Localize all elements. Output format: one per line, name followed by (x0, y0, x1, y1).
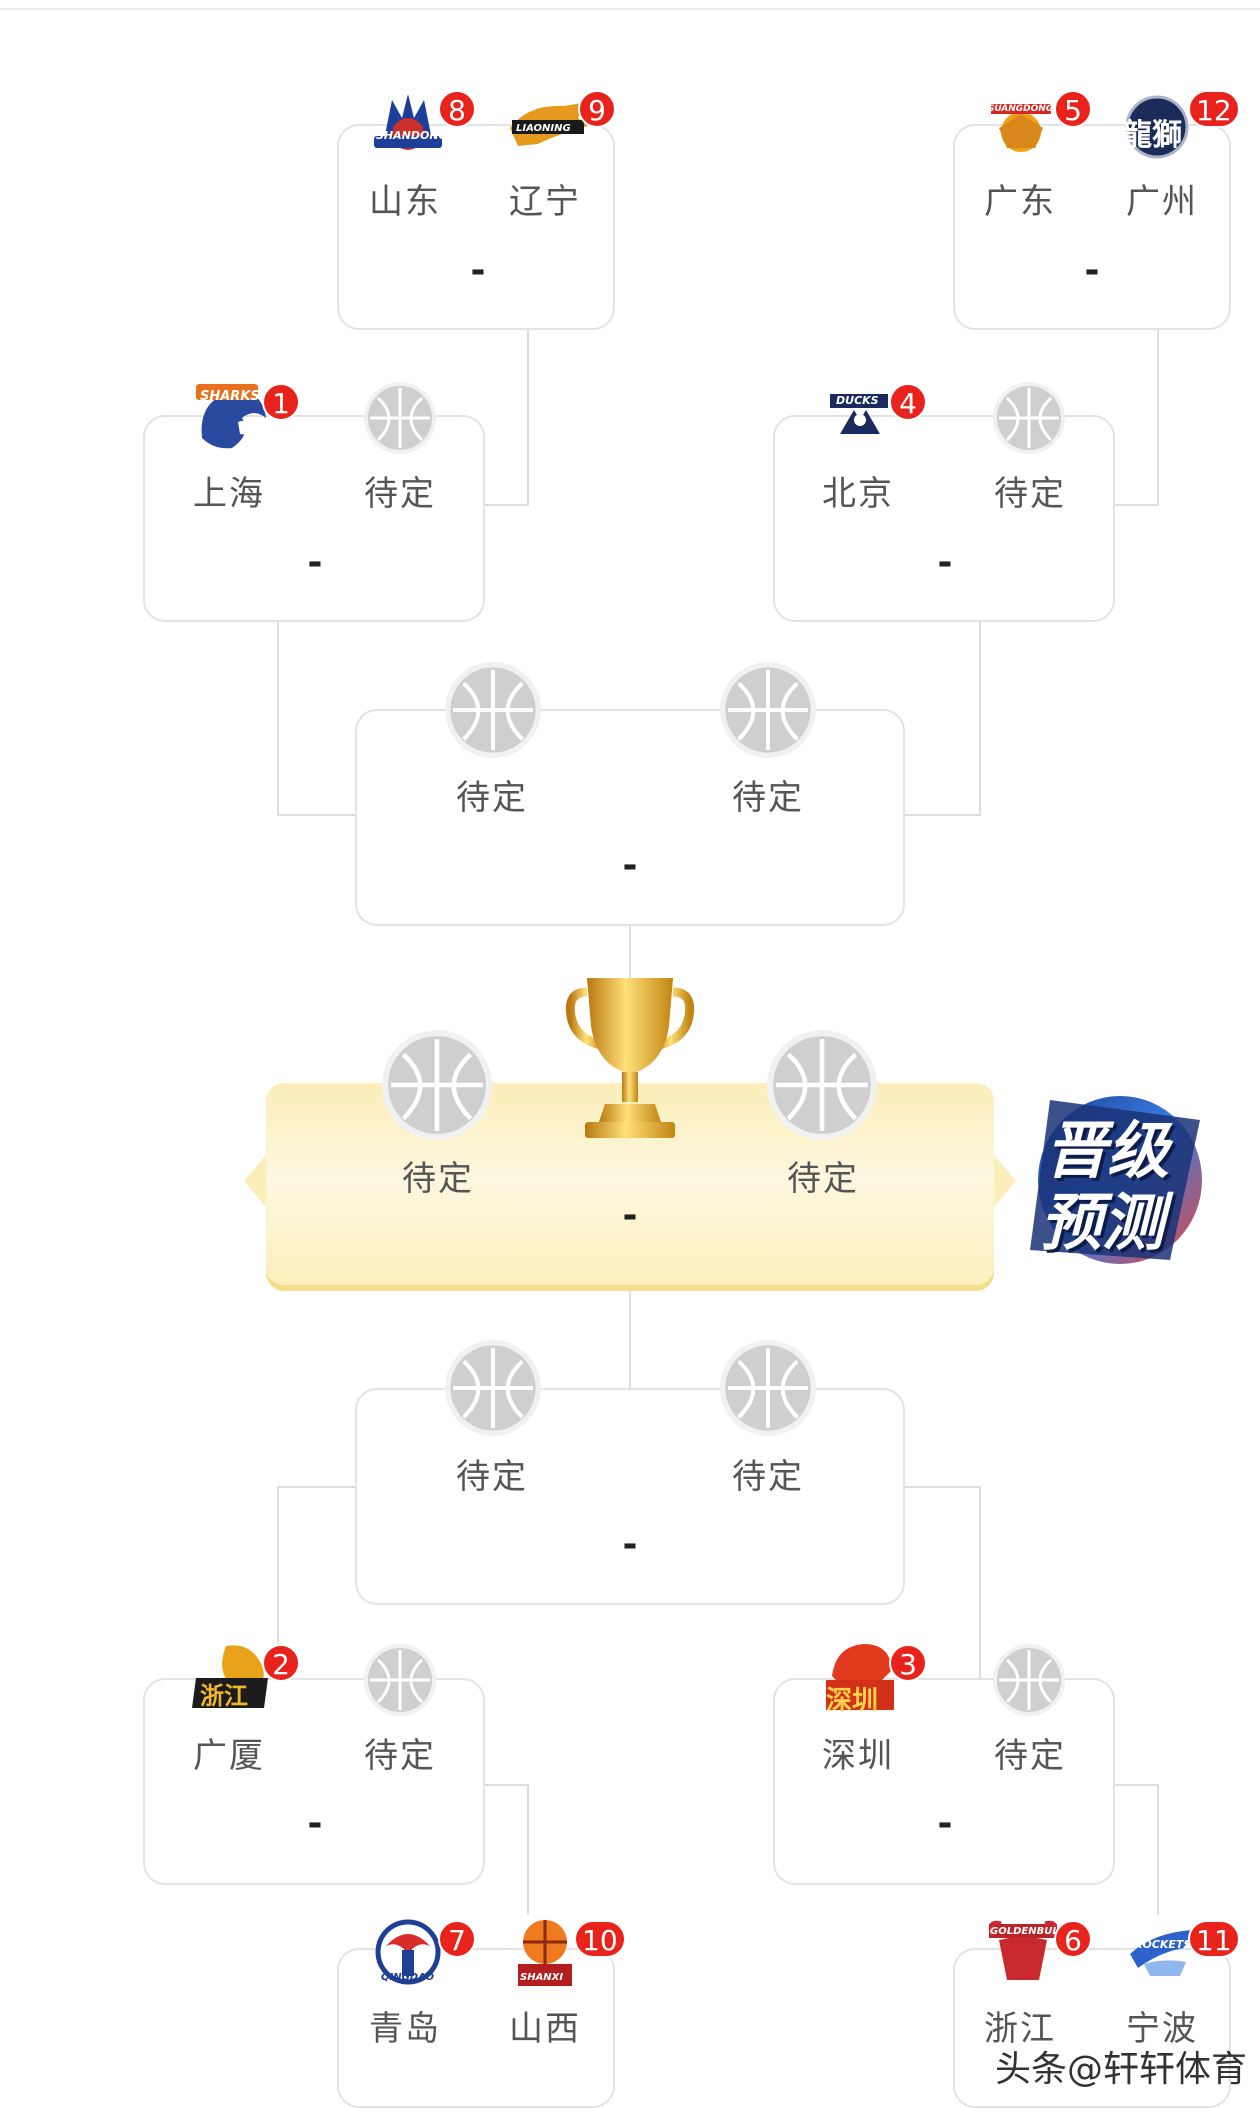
guangzhou-logo-text: 龍獅 (1122, 110, 1182, 154)
badge-line2: 预测 (1040, 1172, 1164, 1262)
seed-badge-beijing: 4 (889, 383, 927, 421)
seed-badge-guangdong: 5 (1054, 90, 1092, 128)
match-score: - (915, 1803, 975, 1844)
team-name-shandong: 山东 (335, 174, 475, 223)
trophy-icon (565, 970, 695, 1150)
basketball-icon (364, 382, 436, 454)
match-score: - (1062, 250, 1122, 291)
basketball-icon (767, 1030, 877, 1140)
seed-badge-guangzhou: 12 (1188, 90, 1240, 128)
match-score: - (600, 845, 660, 886)
match-score: - (600, 1195, 660, 1236)
basketball-icon (720, 662, 816, 758)
team-name-liaoning: 辽宁 (475, 174, 615, 223)
seed-badge-shandong: 8 (438, 90, 476, 128)
match-score: - (600, 1524, 660, 1565)
basketball-icon (382, 1030, 492, 1140)
team-name-guangsha: 广厦 (159, 1728, 299, 1777)
match-score: - (448, 250, 508, 291)
final-card-notch (244, 1155, 266, 1207)
match-score: - (285, 1803, 345, 1844)
guangsha-logo-text: 浙江 (200, 1676, 248, 1711)
team-name-tbd: 待定 (753, 1151, 893, 1200)
final-card-notch (994, 1155, 1016, 1207)
watermark: 头条@轩轩体育 (995, 2040, 1247, 2092)
basketball-icon (993, 1644, 1065, 1716)
team-name-tbd: 待定 (422, 1449, 562, 1498)
team-name-tbd: 待定 (698, 1449, 838, 1498)
shandong-logo (372, 90, 444, 160)
seed-badge-zhejiang: 6 (1054, 1920, 1092, 1958)
guangdong-logo-text: GUANGDONG (987, 104, 1053, 114)
team-name-guangzhou: 广州 (1092, 174, 1232, 223)
liaoning-logo-text: LIAONING (516, 123, 571, 134)
shanxi-logo-text: SHANXI (520, 1972, 563, 1983)
team-name-shanxi: 山西 (475, 2001, 615, 2050)
shanghai-logo-text: SHARKS (200, 389, 260, 404)
seed-badge-shenzhen: 3 (889, 1644, 927, 1682)
team-name-tbd: 待定 (368, 1151, 508, 1200)
basketball-icon (364, 1644, 436, 1716)
seed-badge-guangsha: 2 (262, 1644, 300, 1682)
seed-badge-ningbo: 11 (1188, 1920, 1240, 1958)
team-name-qingdao: 青岛 (335, 2001, 475, 2050)
ningbo-logo-text: ROCKETS (1134, 1938, 1191, 1951)
team-name-tbd: 待定 (422, 770, 562, 819)
team-name-shenzhen: 深圳 (788, 1728, 928, 1777)
shenzhen-logo-text: 深圳 (826, 1680, 878, 1717)
beijing-logo-text: DUCKS (836, 394, 879, 407)
seed-badge-shanxi: 10 (574, 1920, 626, 1958)
basketball-icon (720, 1340, 816, 1436)
team-name-tbd: 待定 (698, 770, 838, 819)
seed-badge-liaoning: 9 (578, 90, 616, 128)
match-score: - (285, 542, 345, 583)
basketball-icon (993, 382, 1065, 454)
seed-badge-qingdao: 7 (438, 1920, 476, 1958)
team-name-tbd: 待定 (330, 1728, 470, 1777)
team-name-guangdong: 广东 (950, 174, 1090, 223)
team-name-tbd: 待定 (960, 466, 1100, 515)
basketball-icon (445, 662, 541, 758)
match-score: - (915, 542, 975, 583)
team-name-beijing: 北京 (788, 466, 928, 515)
team-name-shanghai: 上海 (159, 466, 299, 515)
basketball-icon (445, 1340, 541, 1436)
shandong-logo-text: SHANDONG (376, 129, 448, 142)
seed-badge-shanghai: 1 (262, 383, 300, 421)
qingdao-logo-text: QINGDAO (381, 1972, 434, 1983)
team-name-tbd: 待定 (960, 1728, 1100, 1777)
team-name-tbd: 待定 (330, 466, 470, 515)
